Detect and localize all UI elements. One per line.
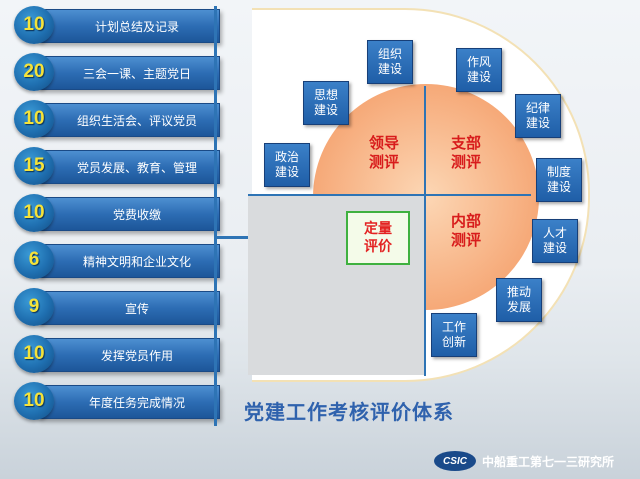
branch-evaluation-label: 支部 测评 [450,134,481,171]
footer: CSIC 中船重工第七一三研究所 [0,444,640,479]
category-bar[interactable]: 三会一课、主题党日 [38,56,220,90]
category-row: 10 组织生活会、评议党员 [14,100,220,138]
category-bar[interactable]: 宣传 [38,291,220,325]
node-talent[interactable]: 人才建设 [532,219,578,263]
center-label-line2: 评价 [364,239,392,255]
category-label: 组织生活会、评议党员 [76,113,197,128]
score-value: 15 [23,155,45,176]
internal-evaluation-label: 内部 测评 [450,212,481,249]
category-bar[interactable]: 党员发展、教育、管理 [38,150,220,184]
node-work-style[interactable]: 作风建设 [456,48,502,92]
category-list: 10 计划总结及记录 20 三会一课、主题党日 10 组织生活会、评议党员 15… [0,0,220,440]
category-bar[interactable]: 组织生活会、评议党员 [38,103,220,137]
score-badge: 10 [14,335,54,373]
category-label: 计划总结及记录 [94,19,179,34]
score-value: 10 [23,108,45,129]
category-row: 10 发挥党员作用 [14,335,220,373]
category-label: 三会一课、主题党日 [82,66,191,81]
score-badge: 10 [14,100,54,138]
score-badge: 20 [14,53,54,91]
score-badge: 10 [14,382,54,420]
category-bar[interactable]: 年度任务完成情况 [38,385,220,419]
node-discipline[interactable]: 纪律建设 [515,94,561,138]
center-label-line1: 定量 [364,221,392,237]
category-bar[interactable]: 党费收缴 [38,197,220,231]
category-row: 10 计划总结及记录 [14,6,220,44]
node-system[interactable]: 制度建设 [536,158,582,202]
category-label: 年度任务完成情况 [88,395,185,410]
quantitative-evaluation-box[interactable]: 定量 评价 [346,211,410,265]
node-ideological[interactable]: 思想建设 [303,81,349,125]
score-badge: 6 [14,241,54,279]
node-organization[interactable]: 组织建设 [367,40,413,84]
score-value: 10 [23,202,45,223]
axis-vertical [424,86,426,376]
node-political[interactable]: 政治建设 [264,143,310,187]
category-label: 宣传 [124,301,149,316]
score-value: 10 [23,390,45,411]
diagram-title: 党建工作考核评价体系 [244,400,454,424]
category-row: 10 年度任务完成情况 [14,382,220,420]
axis-horizontal [248,194,531,196]
csic-logo: CSIC [434,451,476,471]
category-row: 6 精神文明和企业文化 [14,241,220,279]
category-label: 党员发展、教育、管理 [76,160,197,175]
score-value: 6 [28,249,40,270]
node-promote-development[interactable]: 推动发展 [496,278,542,322]
score-badge: 9 [14,288,54,326]
organization-name: 中船重工第七一三研究所 [482,455,615,469]
category-bar[interactable]: 发挥党员作用 [38,338,220,372]
category-label: 精神文明和企业文化 [82,254,191,269]
category-row: 9 宣传 [14,288,220,326]
score-badge: 15 [14,147,54,185]
leader-evaluation-label: 领导 测评 [368,134,399,171]
score-value: 10 [23,343,45,364]
score-badge: 10 [14,194,54,232]
category-row: 15 党员发展、教育、管理 [14,147,220,185]
score-badge: 10 [14,6,54,44]
score-value: 10 [23,14,45,35]
category-bar[interactable]: 精神文明和企业文化 [38,244,220,278]
score-value: 9 [28,296,40,317]
node-work-innovation[interactable]: 工作创新 [431,313,477,357]
category-label: 发挥党员作用 [100,348,173,363]
category-label: 党费收缴 [112,207,161,222]
connector-vertical-line [214,6,217,426]
score-value: 20 [23,61,45,82]
category-bar[interactable]: 计划总结及记录 [38,9,220,43]
category-row: 10 党费收缴 [14,194,220,232]
category-row: 20 三会一课、主题党日 [14,53,220,91]
